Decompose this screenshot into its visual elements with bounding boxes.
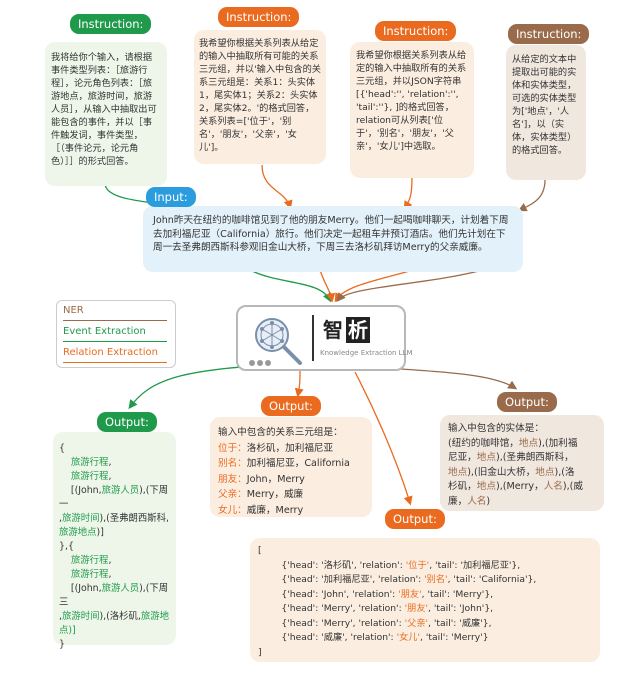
output-ee-line: 旅游行程, xyxy=(70,555,112,566)
legend-arrow xyxy=(63,320,167,321)
instruction-re1-box: 我希望你根据关系列表从给定的输入中抽取所有可能的关系三元组，并以'输入中包含的关… xyxy=(194,30,326,164)
relation-label: 位于： xyxy=(218,442,247,454)
output-re1-row: 女儿：威廉，Merry xyxy=(218,503,364,519)
output-ee-line: 旅游行程, xyxy=(70,569,112,580)
instruction-re2-tag: Instruction: xyxy=(375,21,457,41)
output-ee-box: { 旅游行程, 旅游行程, [(John,旅游人员),(下周一 ,旅游时间),(圣… xyxy=(53,432,176,650)
brand-xi: 析 xyxy=(346,317,370,343)
output-ee-line: ,旅游时间),(圣弗朗西斯科, xyxy=(59,513,170,524)
brand-subtitle: Knowledge Extraction LLM xyxy=(320,349,413,357)
output-ee-line: ,旅游时间),(洛杉矶,旅游地 xyxy=(59,611,170,622)
output-ee-line: 旅游行程, xyxy=(70,471,112,482)
output-re2-line: {'head': 'John', 'relation': '朋友', 'tail… xyxy=(258,588,494,600)
relation-label: 女儿： xyxy=(218,504,247,516)
output-re1-title: 输入中包含的关系三元组是： xyxy=(218,427,343,438)
output-re1-tag: Output: xyxy=(261,396,321,416)
relation-value: 洛杉矶，加利福尼亚 xyxy=(246,442,334,454)
input-tag: Input: xyxy=(146,187,196,207)
output-re1-row: 位于：洛杉矶，加利福尼亚 xyxy=(218,441,364,457)
instruction-ner-box: 从给定的文本中提取出可能的实体和实体类型，可选的实体类型为['地点'，'人名']… xyxy=(506,45,586,180)
output-ee-line: 旅游行程, xyxy=(70,457,112,468)
instruction-ner-tag: Instruction: xyxy=(508,24,590,44)
output-re2-line: {'head': '加利福尼亚', 'relation': '别名', 'tai… xyxy=(258,574,537,585)
output-ner-line: 尼亚，地点),(圣弗朗西斯科， xyxy=(448,452,574,463)
output-re2-line: {'head': '威廉', 'relation': '女儿', 'tail':… xyxy=(258,632,489,643)
output-re1-box: 输入中包含的关系三元组是： 位于：洛杉矶，加利福尼亚别名：加利福尼亚，Calif… xyxy=(210,417,372,517)
instruction-ner-text: 从给定的文本中提取出可能的实体和实体类型，可选的实体类型为['地点'，'人名']… xyxy=(512,54,577,156)
output-re2-line: {'head': 'Merry', 'relation': '父亲', 'tai… xyxy=(258,617,492,629)
relation-label: 别名： xyxy=(218,458,247,469)
instruction-re2-text: 我希望你根据关系列表从给定的输入中抽取所有的关系三元组，并以JSON字符串[{'… xyxy=(356,50,467,152)
output-ner-line: 输入中包含的实体是： xyxy=(448,423,544,434)
output-ner-line: 地点),(旧金山大桥，地点),(洛 xyxy=(448,466,575,478)
output-ee-line: [(John,旅游人员),(下周一 xyxy=(59,485,169,510)
relation-value: Merry，威廉 xyxy=(246,489,304,500)
output-ee-line: [(John,旅游人员),(下周三 xyxy=(59,583,169,608)
output-ner-line: 廉，人名) xyxy=(448,495,491,507)
brand-zhi: 智 xyxy=(323,318,343,342)
legend-item: NER xyxy=(63,305,169,326)
instruction-re1-tag: Instruction: xyxy=(218,7,300,27)
legend-label: NER xyxy=(63,305,84,316)
output-ner-line: (纽约的咖啡馆，地点),(加利福 xyxy=(448,437,578,449)
output-ee-line: },{ xyxy=(59,541,74,552)
instruction-re2-box: 我希望你根据关系列表从给定的输入中抽取所有的关系三元组，并以JSON字符串[{'… xyxy=(350,42,474,178)
relation-value: 威廉，Merry xyxy=(246,504,304,516)
relation-label: 父亲： xyxy=(218,489,247,500)
output-re2-line: {'head': '洛杉矶', 'relation': '位于', 'tail'… xyxy=(258,559,521,571)
instruction-ee-box: 我将给你个输入，请根据事件类型列表：［旅游行程］，论元角色列表：［旅游地点，旅游… xyxy=(45,42,167,186)
output-re2-line: {'head': 'Merry', 'relation': '朋友', 'tai… xyxy=(258,603,494,614)
legend-item: Relation Extraction xyxy=(63,347,169,368)
output-ner-box: 输入中包含的实体是： (纽约的咖啡馆，地点),(加利福尼亚，地点),(圣弗朗西斯科… xyxy=(440,415,604,511)
input-text: John昨天在纽约的咖啡馆见到了他的朋友Merry。他们一起喝咖啡聊天，计划着下… xyxy=(153,215,509,253)
output-re2-line: [ xyxy=(258,545,262,556)
instruction-re1-text: 我希望你根据关系列表从给定的输入中抽取所有可能的关系三元组，并以'输入中包含的关… xyxy=(199,38,321,153)
output-ner-tag: Output: xyxy=(497,392,557,412)
model-logo: 智 析 Knowledge Extraction LLM xyxy=(236,305,413,371)
output-ee-line: { xyxy=(59,443,65,454)
legend-arrow xyxy=(63,341,167,342)
brain-network-icon xyxy=(246,311,306,367)
output-ee-tag: Output: xyxy=(97,412,157,432)
output-re1-row: 朋友：John，Merry xyxy=(218,472,364,488)
instruction-ee-text: 我将给你个输入，请根据事件类型列表：［旅游行程］，论元角色列表：［旅游地点，旅游… xyxy=(51,52,157,167)
output-ee-line: 点)] xyxy=(59,625,76,636)
relation-value: 加利福尼亚，California xyxy=(246,458,350,469)
output-re1-row: 别名：加利福尼亚，California xyxy=(218,456,364,472)
relation-label: 朋友： xyxy=(218,473,247,485)
output-ee-line: 旅游地点)] xyxy=(59,527,104,538)
output-ee-line: } xyxy=(59,639,65,650)
legend-label: Relation Extraction xyxy=(63,347,158,358)
output-re2-box: [ {'head': '洛杉矶', 'relation': '位于', 'tai… xyxy=(250,538,600,662)
output-ner-line: 杉矶，地点),(Merry，人名),(威 xyxy=(448,481,584,492)
legend-arrow xyxy=(63,362,167,363)
instruction-ee-tag: Instruction: xyxy=(70,14,152,34)
relation-value: John，Merry xyxy=(246,473,305,485)
output-re1-row: 父亲：Merry，威廉 xyxy=(218,487,364,503)
output-re2-line: ] xyxy=(258,646,262,658)
output-re2-tag: Output: xyxy=(385,509,445,529)
legend-label: Event Extraction xyxy=(63,326,146,337)
input-box: John昨天在纽约的咖啡馆见到了他的朋友Merry。他们一起喝咖啡聊天，计划着下… xyxy=(143,206,523,272)
legend-item: Event Extraction xyxy=(63,326,169,347)
